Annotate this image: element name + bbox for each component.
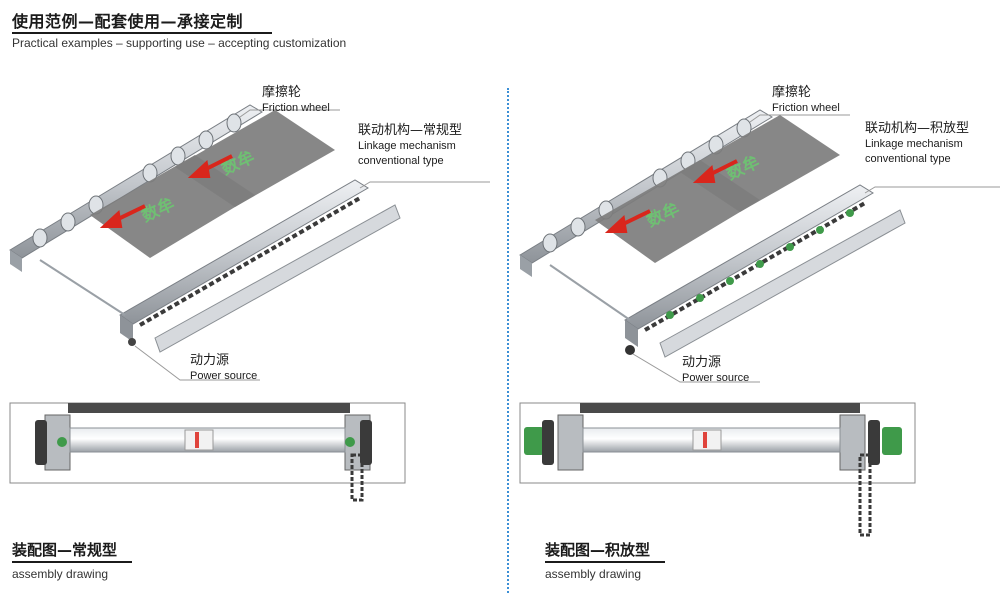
page-subtitle: Practical examples – supporting use – ac… bbox=[12, 36, 347, 50]
power-source-wheel bbox=[625, 345, 635, 355]
panel-conventional: 数牟 数牟 bbox=[0, 70, 490, 595]
linkage-label-en-2: conventional type bbox=[865, 153, 951, 165]
friction-wheel-label-en: Friction wheel bbox=[772, 102, 840, 114]
power-source-label-zh: 动力源 bbox=[682, 355, 722, 370]
assembly-title-zh: 装配图—常规型 bbox=[12, 541, 118, 559]
assembly-title-en: assembly drawing bbox=[12, 567, 109, 581]
motion-arrow bbox=[99, 154, 233, 228]
accumulation-sprockets bbox=[666, 209, 854, 319]
side-guard bbox=[659, 209, 906, 358]
assembly-drawing-conventional bbox=[9, 402, 406, 502]
power-source-label-zh: 动力源 bbox=[190, 353, 230, 368]
title-underline bbox=[12, 32, 272, 34]
panel-accumulation: 数牟 数牟 bbox=[510, 70, 1000, 595]
callout-power-source: 动力源 Power source bbox=[682, 354, 772, 386]
friction-wheel-label-zh: 摩擦轮 bbox=[772, 85, 812, 100]
linkage-label-en-1: Linkage mechanism bbox=[358, 140, 456, 152]
panel-divider bbox=[507, 88, 509, 593]
linkage-label-en-1: Linkage mechanism bbox=[865, 138, 963, 150]
linkage-label-en-2: conventional type bbox=[358, 155, 444, 167]
drive-chain bbox=[644, 201, 866, 332]
page-title: 使用范例—配套使用—承接定制 bbox=[12, 12, 244, 31]
linkage-label-zh: 联动机构—积放型 bbox=[865, 121, 970, 136]
assembly-title-underline bbox=[545, 561, 665, 563]
callout-linkage: 联动机构—常规型 Linkage mechanism conventional … bbox=[358, 122, 493, 169]
assembly-caption-accumulation: 装配图—积放型 assembly drawing bbox=[545, 540, 665, 581]
conveyor-illustration-conventional: 数牟 数牟 bbox=[9, 104, 490, 502]
friction-wheel-label-en: Friction wheel bbox=[262, 102, 330, 114]
callout-power-source: 动力源 Power source bbox=[190, 352, 280, 384]
callout-friction-wheel: 摩擦轮 Friction wheel bbox=[262, 84, 352, 116]
drive-chain bbox=[139, 196, 361, 327]
assembly-title-en: assembly drawing bbox=[545, 567, 642, 581]
carrier-plate bbox=[175, 110, 335, 207]
linkage-label-zh: 联动机构—常规型 bbox=[358, 123, 463, 138]
side-guard bbox=[154, 204, 401, 353]
motion-arrow bbox=[604, 159, 738, 233]
friction-wheel-label-zh: 摩擦轮 bbox=[262, 85, 302, 100]
front-rail bbox=[624, 184, 874, 330]
friction-wheels bbox=[32, 113, 242, 248]
callout-linkage: 联动机构—积放型 Linkage mechanism conventional … bbox=[865, 120, 1000, 167]
assembly-title-zh: 装配图—积放型 bbox=[545, 541, 651, 559]
power-source-wheel bbox=[128, 338, 136, 346]
assembly-title-underline bbox=[12, 561, 132, 563]
carrier-plate bbox=[680, 115, 840, 212]
front-rail bbox=[119, 179, 369, 325]
conveyor-illustration-accumulation: 数牟 数牟 bbox=[519, 109, 1000, 537]
assembly-caption-conventional: 装配图—常规型 assembly drawing bbox=[12, 540, 132, 581]
callout-friction-wheel: 摩擦轮 Friction wheel bbox=[772, 84, 862, 116]
power-source-label-en: Power source bbox=[682, 372, 750, 384]
assembly-drawing-accumulation bbox=[519, 402, 916, 537]
power-source-label-en: Power source bbox=[190, 370, 258, 382]
